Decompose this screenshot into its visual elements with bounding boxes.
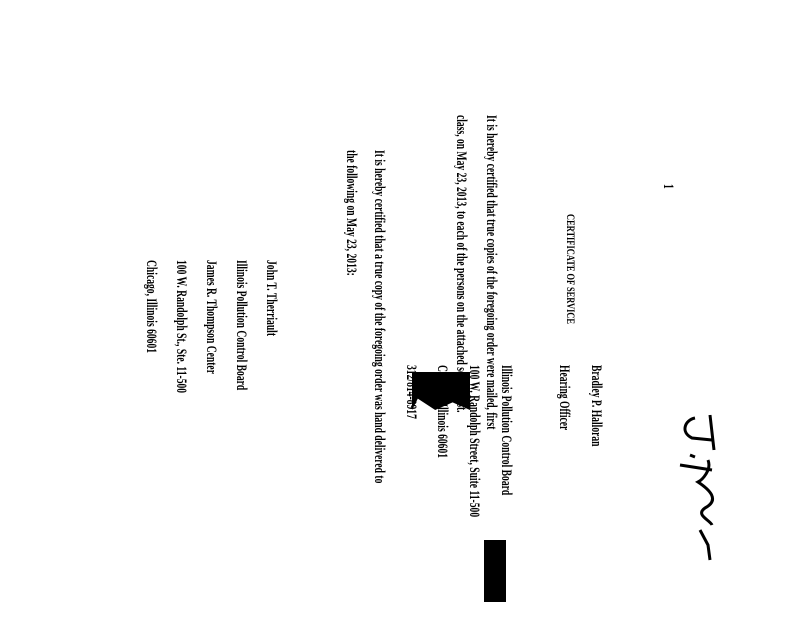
paragraph-2-line-1: It is hereby certified that a true copy … — [371, 150, 387, 484]
scan-artifact — [484, 540, 506, 602]
signer-street: 100 W. Randolph Street, Suite 11-500 — [466, 365, 482, 518]
recipient-street: 100 W. Randolph St., Ste. 11-500 — [173, 260, 189, 394]
signer-name: Bradley P. Halloran — [588, 365, 604, 447]
signer-org: Illinois Pollution Control Board — [498, 365, 514, 496]
recipient-building: James R. Thompson Center — [203, 260, 219, 374]
document-title: CERTIFICATE OF SERVICE — [564, 214, 578, 325]
recipient-city: Chicago, Illinois 60601 — [143, 260, 159, 354]
signature — [679, 414, 716, 561]
paragraph-1-line-2: class, on May 23, 2013, to each of the p… — [453, 115, 469, 413]
paragraph-2-line-2: the following on May 23, 2013: — [343, 150, 359, 276]
paragraph-1-line-1: It is hereby certified that true copies … — [483, 115, 499, 430]
signer-title: Hearing Officer — [556, 365, 572, 431]
page-number: 1 — [660, 184, 676, 189]
recipient-org: Illinois Pollution Control Board — [233, 260, 249, 391]
recipient-name: John T. Therriault — [263, 260, 279, 337]
redaction-mark — [412, 372, 470, 410]
